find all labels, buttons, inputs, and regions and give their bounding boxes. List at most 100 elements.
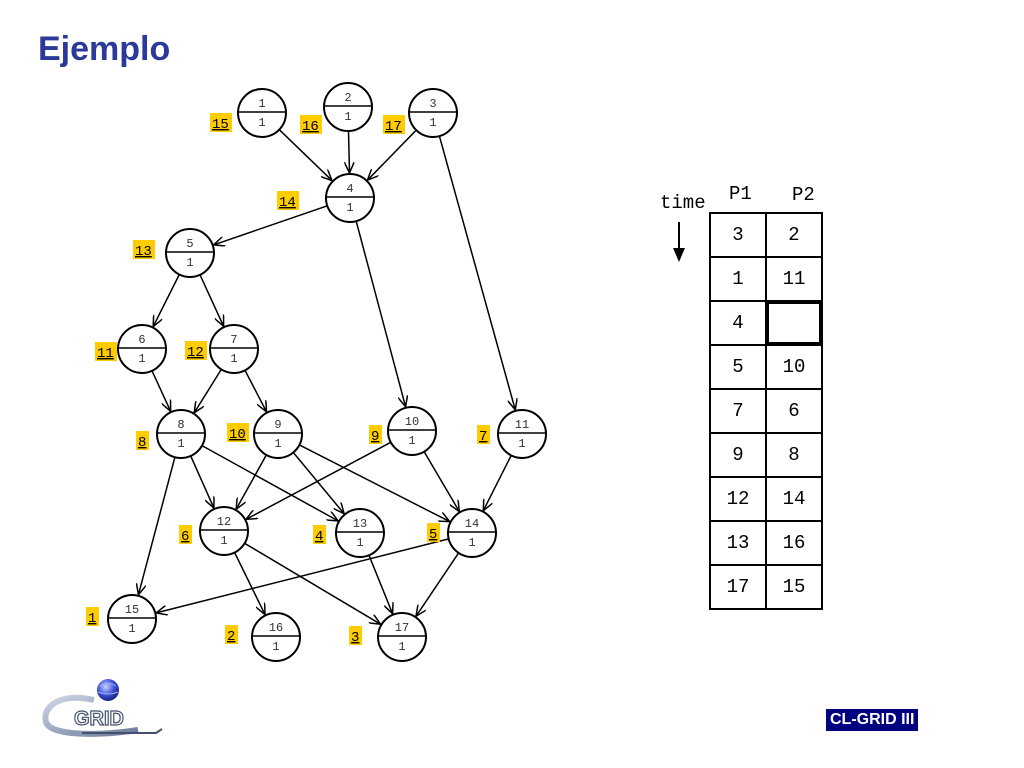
schedule-cell-p2 [765,300,823,346]
node-circle [251,612,301,662]
page-title: Ejemplo [38,30,171,68]
node-weight-label: 1 [128,622,135,636]
node-id-label: 11 [515,418,529,432]
schedule-cell-p2: 16 [765,520,823,566]
priority-label: 5 [429,527,437,543]
node-id-label: 7 [230,333,237,347]
priority-highlight [427,523,440,542]
task-node-10: 10 1 9 [369,406,437,456]
node-circle [165,228,215,278]
priority-label: 17 [385,119,402,135]
node-id-label: 13 [353,517,367,531]
schedule-cell-p1: 13 [709,520,767,566]
priority-highlight [349,626,362,645]
priority-label: 15 [212,117,229,133]
priority-highlight [179,525,192,544]
processor-header-p1: P1 [729,183,752,205]
node-circle [237,88,287,138]
node-circle [497,409,547,459]
node-weight-label: 1 [468,536,475,550]
node-circle [156,409,206,459]
node-weight-label: 1 [518,437,525,451]
edge-9-13 [292,452,344,514]
edge-8-15 [138,457,176,595]
node-id-label: 3 [429,97,436,111]
schedule-cell-p1: 12 [709,476,767,522]
time-axis-label: time [660,192,706,214]
priority-label: 12 [187,345,204,361]
edge-13-17 [368,555,393,614]
priority-label: 3 [351,630,359,646]
priority-highlight [225,625,238,644]
node-weight-label: 1 [177,437,184,451]
edge-8-13 [201,444,338,521]
priority-highlight [185,341,207,360]
priority-highlight [277,191,299,210]
schedule-cell-p2: 10 [765,344,823,390]
node-circle [387,406,437,456]
node-weight-label: 1 [258,116,265,130]
edge-10-12 [246,441,392,519]
schedule-cell-p2: 2 [765,212,823,258]
priority-highlight [133,240,155,259]
node-weight-label: 1 [186,256,193,270]
edge-5-7 [199,274,224,327]
edge-14-15 [156,538,449,613]
schedule-cell-p1: 9 [709,432,767,478]
edge-9-12 [236,454,267,509]
node-id-label: 8 [177,418,184,432]
edge-9-14 [299,444,449,522]
node-id-label: 5 [186,237,193,251]
priority-highlight [136,431,149,450]
edge-10-14 [423,451,459,512]
node-id-label: 10 [405,415,419,429]
priority-label: 14 [279,195,296,211]
edge-3-4 [368,129,417,180]
processor-header-p2: P2 [792,184,815,206]
node-id-label: 14 [465,517,479,531]
node-weight-label: 1 [408,434,415,448]
node-weight-label: 1 [398,640,405,654]
edge-6-8 [151,370,171,412]
schedule-cell-p2: 11 [765,256,823,302]
priority-label: 6 [181,529,189,545]
edge-4-5 [214,205,328,245]
node-weight-label: 1 [346,201,353,215]
task-node-8: 8 1 8 [136,409,206,459]
edge-12-16 [233,552,265,615]
node-weight-label: 1 [272,640,279,654]
node-weight-label: 1 [230,352,237,366]
priority-label: 9 [371,429,379,445]
node-id-label: 17 [395,621,409,635]
edge-8-12 [190,455,214,508]
edge-3-11 [438,135,515,410]
priority-highlight [313,525,326,544]
schedule-cell-p2: 14 [765,476,823,522]
priority-highlight [369,425,382,444]
priority-label: 8 [138,435,146,451]
node-circle [199,506,249,556]
node-weight-label: 1 [429,116,436,130]
priority-highlight [300,115,322,134]
priority-label: 10 [229,427,246,443]
node-circle [447,508,497,558]
edge-11-14 [483,455,512,510]
